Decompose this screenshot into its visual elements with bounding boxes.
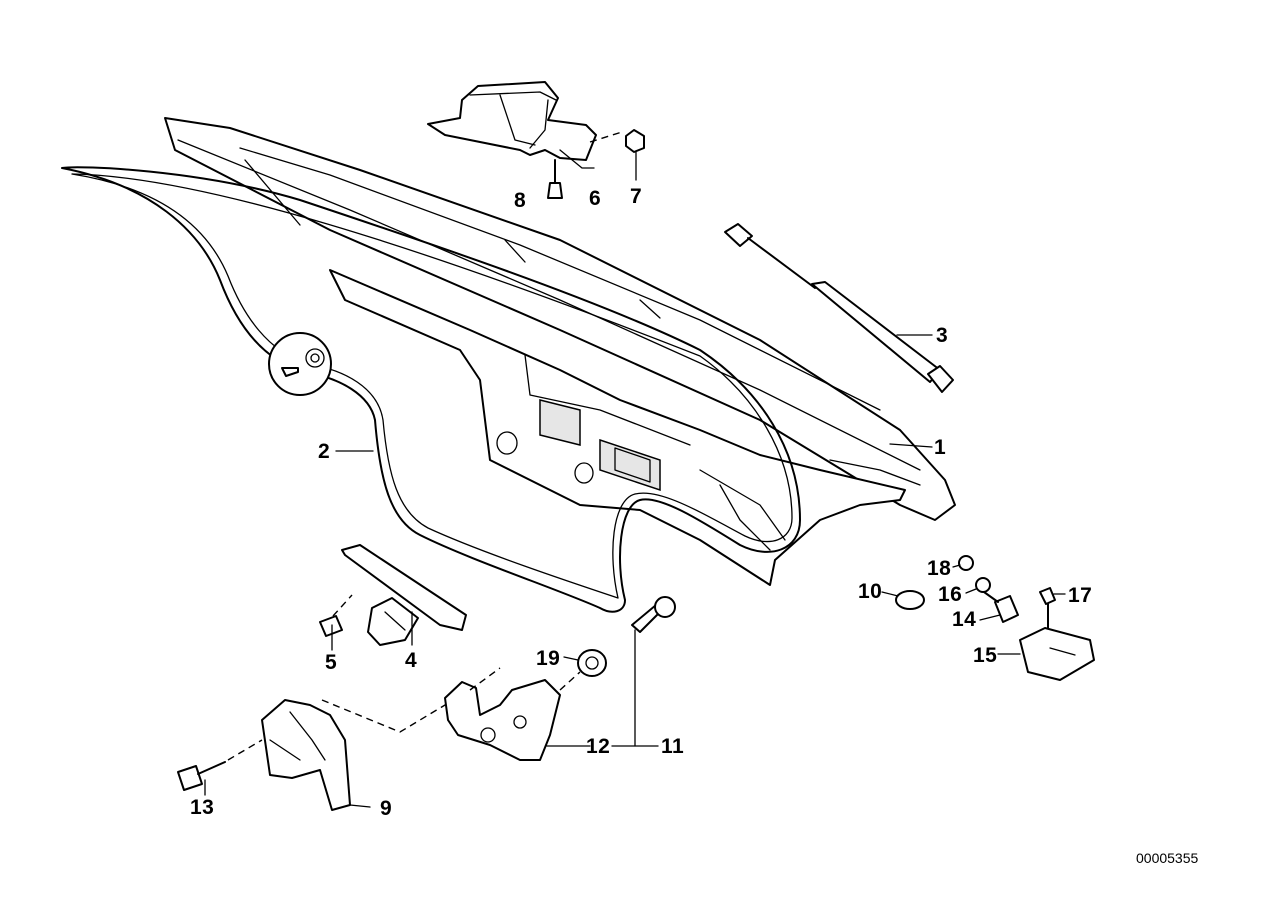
callout-13: 13 <box>190 796 215 819</box>
callout-3: 3 <box>936 324 949 347</box>
callout-17: 17 <box>1068 584 1093 607</box>
callout-10: 10 <box>858 580 883 603</box>
callout-15: 15 <box>973 644 998 667</box>
plug-part-10 <box>895 590 925 610</box>
document-number: 00005355 <box>1136 850 1199 866</box>
nut-part-16 <box>975 577 991 593</box>
hinge-bolt-part-8 <box>547 159 563 199</box>
screw-part-17 <box>1039 587 1056 629</box>
callout-4: 4 <box>405 649 418 672</box>
callout-1: 1 <box>934 436 947 459</box>
washer-part-19 <box>577 649 607 677</box>
callout-5: 5 <box>325 651 338 674</box>
hinge-bolt-part-7 <box>625 129 645 153</box>
bracket-part-15 <box>1019 627 1095 681</box>
callout-6: 6 <box>589 187 602 210</box>
callout-16: 16 <box>938 583 963 606</box>
lock-part-9 <box>261 689 471 811</box>
nut-part-18 <box>958 555 974 571</box>
bolt-part-13 <box>177 739 263 791</box>
leader-lines <box>204 149 1066 808</box>
callout-12: 12 <box>586 735 611 758</box>
striker-part-4 <box>341 544 467 646</box>
callout-8: 8 <box>514 189 527 212</box>
callout-9: 9 <box>380 797 393 820</box>
lock-cylinder-part-12 <box>444 667 581 761</box>
callout-19: 19 <box>536 647 561 670</box>
bolt-part-5 <box>319 594 353 637</box>
trunk-lid-part-1 <box>164 117 956 586</box>
gas-strut-part-3 <box>724 223 954 393</box>
callout-11: 11 <box>661 735 685 758</box>
callout-2: 2 <box>318 440 331 463</box>
callout-7: 7 <box>630 185 643 208</box>
callout-14: 14 <box>952 608 977 631</box>
callout-18: 18 <box>927 557 952 580</box>
seal-detail-inset <box>268 332 332 396</box>
key-part-11 <box>631 596 676 633</box>
hinge-part-6 <box>427 81 623 161</box>
